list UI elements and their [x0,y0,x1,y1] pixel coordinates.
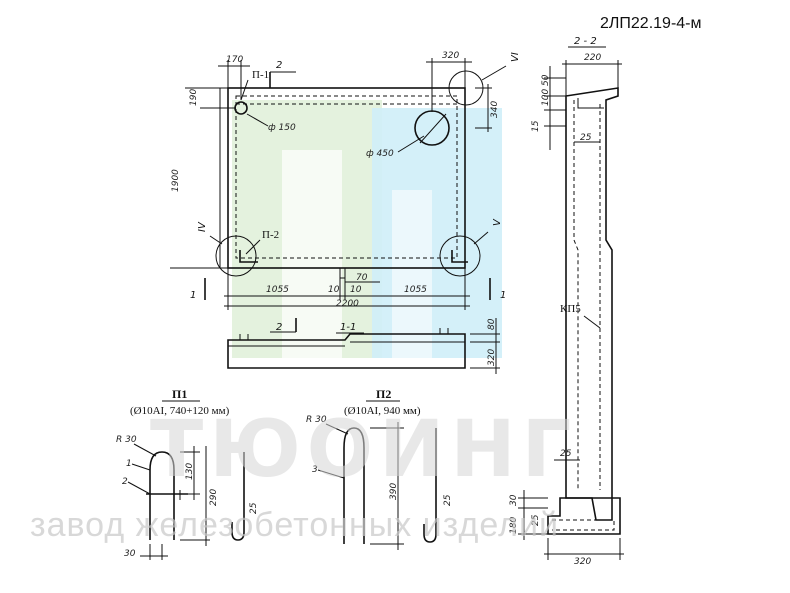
p1-loop-shape [149,451,175,540]
sec-dim-15: 15 [531,120,541,132]
loop-p2: П2 (Ø10AI, 940 мм) R 30 3 390 25 [306,387,453,550]
watermark-logo [232,100,502,358]
watermark-brand: ТЮОИНГ [150,405,577,495]
dim-right-offset: 340 [490,101,500,118]
node-IV: IV [197,221,208,232]
dim-bottom-left: 1055 [266,285,289,295]
p2-side-view [423,428,437,543]
elevation-outline [227,333,466,369]
p1-dim-290: 290 [209,489,219,506]
section-2-2: 2 - 2 220 50 100 15 25 КП5 25 30 25 180 [509,36,624,567]
dim-joint-b: 10 [350,285,362,295]
p2-dim-390: 390 [389,483,399,500]
p2-loop-shape [343,427,365,544]
node-V-circle [439,235,481,277]
dim-height: 1900 [171,169,181,192]
p1-title: П1 [172,387,187,401]
plan-view: 1900 190 170 320 340 П-1 П-2 ф 150 ф 450… [170,51,521,310]
label-p1: П-1 [252,69,269,81]
dim-total-width: 2200 [336,299,359,309]
node-IV-circle [215,235,257,277]
sec-dim-320: 320 [574,557,591,567]
p2-spec: (Ø10AI, 940 мм) [344,405,421,417]
section-2-2-title: 2 - 2 [574,36,597,47]
sec-dim-25-bottom: 25 [560,449,572,459]
p2-title: П2 [376,387,391,401]
elevation-view: 2 1-1 80 320 [227,318,500,374]
node-VI: VI [510,52,521,62]
dim-top-right: 320 [442,51,459,61]
p1-dim-25: 25 [249,502,259,514]
loop-p1: П1 (Ø10AI, 740+120 мм) R 30 1 2 130 290 … [116,387,259,560]
cut-2-top: 2 [276,60,282,71]
watermark-tagline: завод железобетонных изделий [30,506,559,544]
elevation-dim-80: 80 [487,318,497,330]
p1-dim-30: 30 [124,549,136,559]
sec-dim-50: 50 [541,74,551,86]
dim-bottom-right: 1055 [404,285,427,295]
cut-1-right: 1 [500,290,506,301]
dim-joint-c: 70 [356,273,368,283]
cut-1-left: 1 [190,290,196,301]
sec-dim-180: 180 [509,517,519,534]
sec-dim-25-side: 25 [531,514,541,526]
dim-left-edge: 170 [226,55,243,65]
p2-radius: R 30 [306,415,327,425]
kp5-label: КП5 [560,303,581,315]
label-hole-small: ф 150 [268,123,296,133]
sec-dim-100: 100 [541,89,551,106]
sec-dim-220: 220 [584,53,601,63]
p1-spec: (Ø10AI, 740+120 мм) [130,405,230,417]
dim-joint-a: 10 [328,285,340,295]
p1-side-view [231,452,245,541]
p1-radius: R 30 [116,435,137,445]
elevation-cut-label: 2 [276,322,282,333]
product-code: 2ЛП22.19-4-м [600,15,702,32]
p1-mark-1: 1 [126,459,132,469]
p2-dim-25: 25 [443,494,453,506]
label-p2: П-2 [262,229,279,241]
label-hole-large: ф 450 [366,149,394,159]
p1-dim-130: 130 [185,463,195,480]
dim-left-top: 190 [189,89,199,106]
p1-mark-2: 2 [122,477,128,487]
elevation-dim-320: 320 [487,349,497,366]
sec-dim-25-top: 25 [580,133,592,143]
p2-mark-3: 3 [312,465,318,475]
reinforcement-outline [235,95,458,259]
node-V: V [492,218,503,226]
section-1-1: 1-1 [340,322,356,333]
sec-dim-30: 30 [509,494,519,506]
